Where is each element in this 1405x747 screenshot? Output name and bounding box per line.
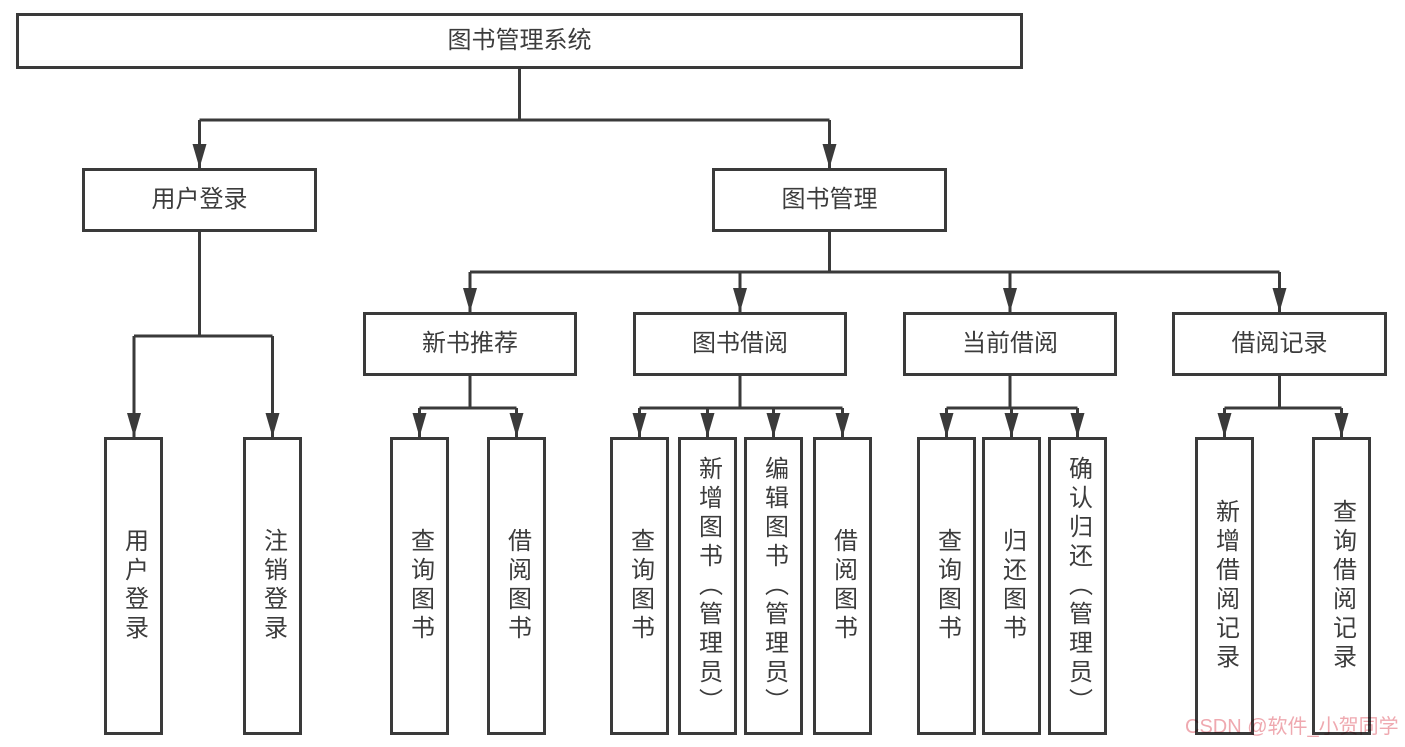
node-label: 新增借阅记录: [1211, 499, 1239, 673]
node-borrowing-records: 借阅记录: [1172, 312, 1387, 376]
node-label: 新书推荐: [422, 330, 518, 357]
node-label: 图书管理: [781, 186, 878, 213]
node-label: 借阅记录: [1231, 330, 1328, 357]
node-label: 注销登录: [259, 528, 287, 644]
node-label: 归还图书: [998, 528, 1026, 644]
node-label: 借阅图书: [829, 528, 857, 644]
node-nb-query-books: 查询图书: [390, 437, 449, 735]
node-br-query-record: 查询借阅记录: [1312, 437, 1371, 735]
node-bb-query-books: 查询图书: [610, 437, 669, 735]
node-label: 图书管理系统: [447, 27, 592, 54]
node-book-borrowing: 图书借阅: [633, 312, 847, 376]
node-cb-confirm-return-admin: 确认归还（管理员）: [1048, 437, 1107, 735]
node-label: 用户登录: [151, 186, 248, 213]
node-login-leaf: 用户登录: [104, 437, 163, 735]
node-bb-borrow-books: 借阅图书: [813, 437, 872, 735]
csdn-watermark: CSDN @软件_小贺同学: [1185, 716, 1399, 738]
node-bb-add-books-admin: 新增图书（管理员）: [678, 437, 737, 735]
node-label: 当前借阅: [962, 330, 1058, 357]
node-label: 确认归还（管理员）: [1064, 455, 1092, 717]
node-label: 查询图书: [406, 528, 434, 644]
node-current-borrowing: 当前借阅: [903, 312, 1117, 376]
node-label: 查询图书: [933, 528, 961, 644]
node-br-add-record: 新增借阅记录: [1195, 437, 1254, 735]
node-cb-query-books: 查询图书: [917, 437, 976, 735]
node-nb-borrow-books: 借阅图书: [487, 437, 546, 735]
node-book-management: 图书管理: [712, 168, 947, 232]
node-label: 用户登录: [120, 528, 148, 644]
node-label: 图书借阅: [692, 330, 788, 357]
node-user-login: 用户登录: [82, 168, 317, 232]
node-bb-edit-books-admin: 编辑图书（管理员）: [744, 437, 803, 735]
node-label: 借阅图书: [503, 528, 531, 644]
node-label: 查询图书: [626, 528, 654, 644]
node-label: 查询借阅记录: [1328, 499, 1356, 673]
node-cb-return-books: 归还图书: [982, 437, 1041, 735]
node-logout-leaf: 注销登录: [243, 437, 302, 735]
node-label: 编辑图书（管理员）: [760, 455, 788, 717]
node-library-management-system: 图书管理系统: [16, 13, 1023, 69]
node-label: 新增图书（管理员）: [694, 455, 722, 717]
node-new-book-recommend: 新书推荐: [363, 312, 577, 376]
